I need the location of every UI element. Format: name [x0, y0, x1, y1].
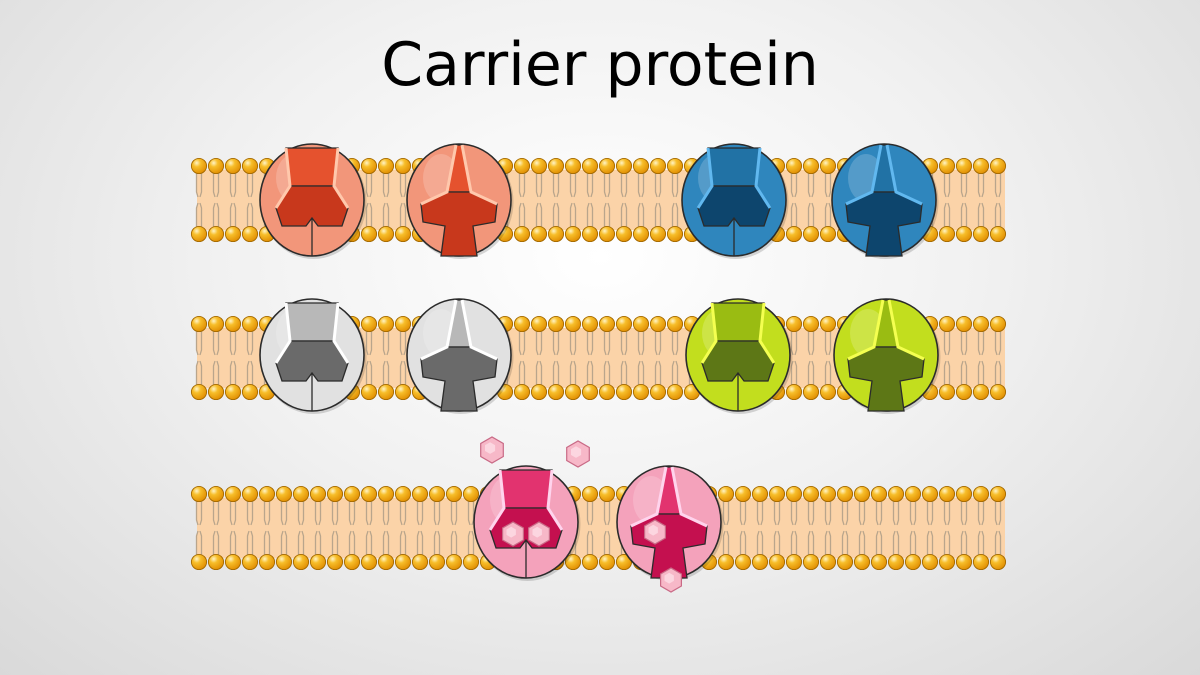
carrier-protein-blue-outward-closed-1-3 — [681, 143, 789, 259]
carrier-protein-blue-inward-open-1-4 — [831, 143, 939, 259]
carrier-protein-gray-inward-open-2-2 — [406, 298, 514, 414]
carrier-protein-green-inward-open-2-4 — [833, 298, 941, 414]
protein-channel-top — [707, 147, 761, 187]
protein-channel-top — [711, 302, 765, 342]
protein-channel-top — [499, 469, 553, 509]
solutes-layer — [480, 436, 590, 468]
membrane-row-3 — [190, 485, 1007, 571]
carrier-protein-pink-inward-open-3-2 — [616, 465, 724, 593]
membrane-core — [197, 498, 1005, 558]
lipid-heads — [190, 485, 1007, 571]
carrier-protein-orange-outward-closed-1-1 — [259, 143, 367, 259]
protein-channel-top — [285, 302, 339, 342]
carrier-protein-orange-inward-open-1-2 — [406, 143, 514, 259]
lipid-tails — [195, 501, 1002, 555]
carrier-protein-green-outward-closed-2-3 — [685, 298, 793, 414]
carrier-protein-pink-outward-closed-3-1 — [473, 465, 581, 581]
diagram-title: Carrier protein — [381, 30, 819, 100]
carrier-protein-gray-outward-closed-2-1 — [259, 298, 367, 414]
protein-channel-top — [285, 147, 339, 187]
proteins-layer — [259, 143, 941, 593]
